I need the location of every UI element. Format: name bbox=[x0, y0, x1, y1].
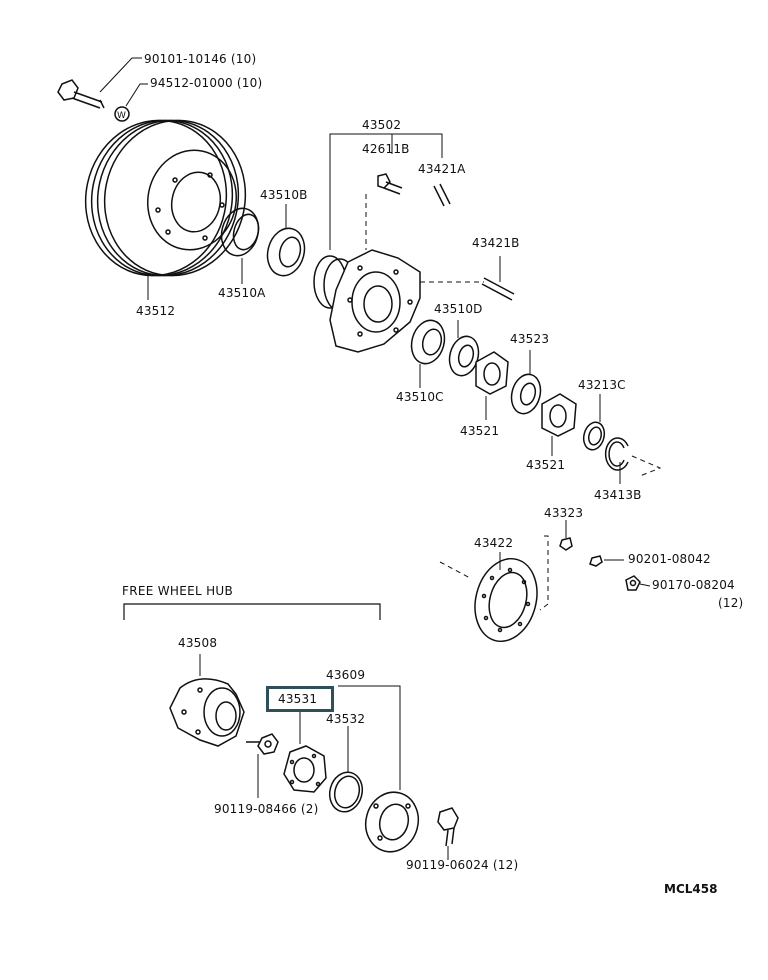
lock-nut-43521-b-icon bbox=[541, 393, 577, 437]
label-43609: 43609 bbox=[326, 668, 366, 682]
label-43512: 43512 bbox=[136, 304, 176, 318]
snap-ring-43413b-icon bbox=[604, 437, 629, 471]
label-43502: 43502 bbox=[362, 118, 402, 132]
label-43510b: 43510B bbox=[260, 188, 308, 202]
bearing-43510a-icon bbox=[220, 207, 260, 257]
label-43532: 43532 bbox=[326, 712, 366, 726]
label-43531: 43531 bbox=[278, 692, 318, 706]
axle-hub-43502-icon bbox=[313, 249, 421, 353]
label-43323: 43323 bbox=[544, 506, 584, 520]
hub-bolt-42611b-icon bbox=[377, 173, 403, 195]
nut-90170-icon bbox=[625, 575, 641, 591]
label-43421b: 43421B bbox=[472, 236, 520, 250]
bolt-90119-06024-icon bbox=[437, 807, 459, 847]
highlight-box-43531 bbox=[266, 686, 334, 712]
label-90170-qty: (12) bbox=[718, 596, 744, 610]
section-title-free-wheel-hub: FREE WHEEL HUB bbox=[122, 584, 234, 598]
label-43413b: 43413B bbox=[594, 488, 642, 502]
label-90101-10146: 90101-10146 (10) bbox=[144, 52, 257, 66]
pin-43421b-icon bbox=[481, 277, 515, 301]
label-43508: 43508 bbox=[178, 636, 218, 650]
label-90170-08204: 90170-08204 bbox=[652, 578, 735, 592]
bolt-90119-08466-icon bbox=[246, 733, 279, 755]
pin-43421a-icon bbox=[433, 183, 451, 207]
gasket-43422-icon bbox=[474, 557, 538, 643]
label-42611b: 42611B bbox=[362, 142, 410, 156]
nut-90201-icon bbox=[589, 555, 603, 567]
label-90119-08466: 90119-08466 (2) bbox=[214, 802, 319, 816]
o-ring-43213c-icon bbox=[582, 421, 606, 451]
label-43213c: 43213C bbox=[578, 378, 626, 392]
bearing-43510b-icon bbox=[266, 227, 306, 277]
label-90119-06024: 90119-06024 (12) bbox=[406, 858, 519, 872]
label-43521-b: 43521 bbox=[526, 458, 566, 472]
freewheel-body-43508-icon bbox=[169, 678, 245, 747]
hub-cover-43609-icon bbox=[364, 791, 420, 853]
label-43523: 43523 bbox=[510, 332, 550, 346]
label-43510d: 43510D bbox=[434, 302, 483, 316]
bearing-43510c-icon bbox=[410, 319, 446, 365]
drawing-code: MCL458 bbox=[664, 882, 718, 896]
label-94512-01000: 94512-01000 (10) bbox=[150, 76, 263, 90]
seal-43510d-icon bbox=[448, 335, 480, 377]
bolt-90101-icon bbox=[57, 79, 105, 109]
lock-washer-43523-icon bbox=[510, 373, 542, 415]
label-90201-08042: 90201-08042 bbox=[628, 552, 711, 566]
brake-disc-43512-icon bbox=[84, 119, 247, 277]
label-43521-a: 43521 bbox=[460, 424, 500, 438]
label-43422: 43422 bbox=[474, 536, 514, 550]
inner-hub-43531-icon bbox=[283, 745, 327, 793]
nut-43323-icon bbox=[559, 537, 573, 551]
snap-ring-43532-icon bbox=[328, 771, 364, 813]
label-43421a: 43421A bbox=[418, 162, 466, 176]
lock-nut-43521-icon bbox=[475, 351, 509, 395]
washer-94512-icon: W bbox=[114, 106, 130, 122]
svg-text:W: W bbox=[117, 111, 126, 121]
label-43510c: 43510C bbox=[396, 390, 444, 404]
label-43510a: 43510A bbox=[218, 286, 266, 300]
